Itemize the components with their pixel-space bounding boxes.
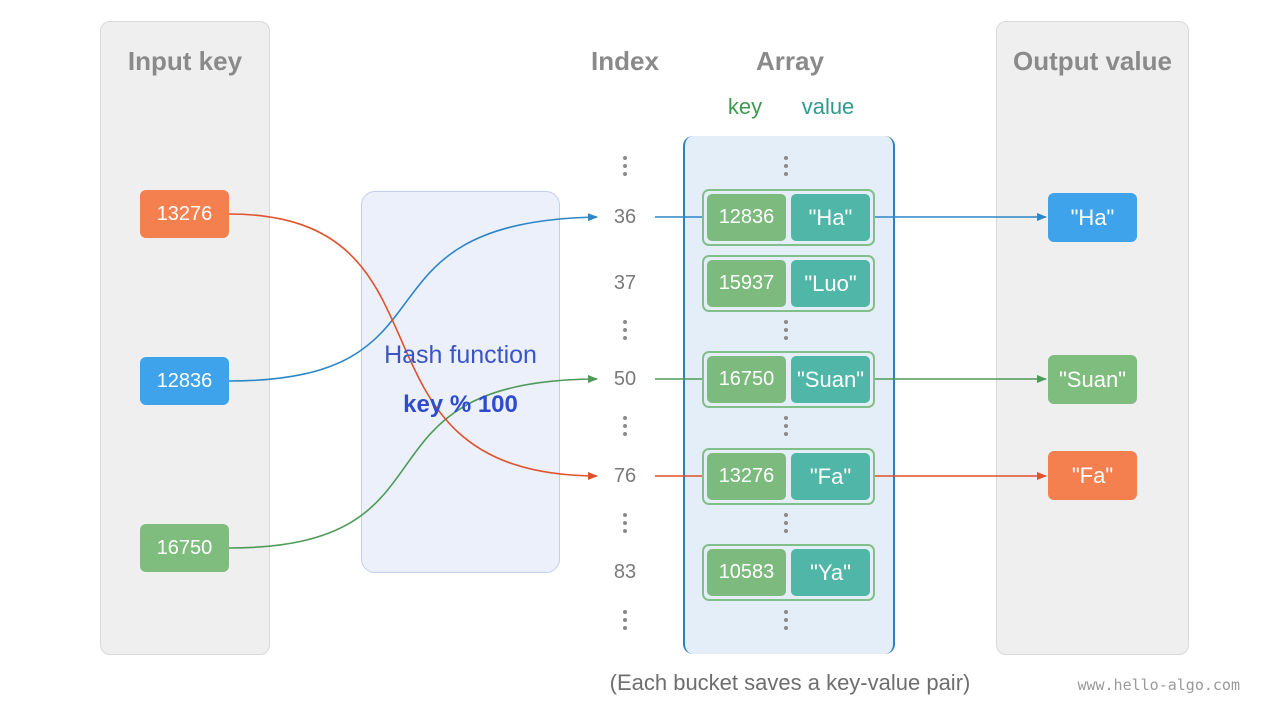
connector-13276-to-76 <box>228 213 598 480</box>
output-value-panel <box>996 21 1189 655</box>
hash-function-formula: key % 100 <box>403 391 518 418</box>
index-ellipsis <box>623 416 627 440</box>
bucket-key: 13276 <box>707 453 786 500</box>
array-heading: Array <box>756 46 824 76</box>
bucket-key: 16750 <box>707 356 786 403</box>
bucket-value: "Ya" <box>791 549 870 596</box>
input-key-13276: 13276 <box>140 190 229 238</box>
hash-function-box <box>361 191 560 573</box>
index-ellipsis <box>623 513 627 537</box>
array-ellipsis <box>784 610 788 634</box>
bucket-key: 10583 <box>707 549 786 596</box>
index-ellipsis <box>623 156 627 180</box>
input-key-12836: 12836 <box>140 357 229 405</box>
array-caption: (Each bucket saves a key-value pair) <box>609 670 971 695</box>
index-heading: Index <box>591 46 659 76</box>
site-watermark: www.hello-algo.com <box>1077 676 1240 694</box>
bucket-key: 12836 <box>707 194 786 241</box>
bucket-key: 15937 <box>707 260 786 307</box>
output-value-ha: "Ha" <box>1048 193 1137 242</box>
output-value-fa: "Fa" <box>1048 451 1137 500</box>
index-label-37: 37 <box>613 272 637 294</box>
value-column-label: value <box>801 94 855 119</box>
input-key-16750: 16750 <box>140 524 229 572</box>
bucket-value: "Fa" <box>791 453 870 500</box>
index-ellipsis <box>623 610 627 634</box>
array-ellipsis <box>784 156 788 180</box>
bucket-value: "Luo" <box>791 260 870 307</box>
output-value-heading: Output value <box>1013 46 1172 76</box>
array-ellipsis <box>784 513 788 537</box>
index-label-36: 36 <box>613 206 637 228</box>
index-label-83: 83 <box>613 561 637 583</box>
bucket-value: "Ha" <box>791 194 870 241</box>
index-label-76: 76 <box>613 465 637 487</box>
array-ellipsis <box>784 320 788 344</box>
hash-function-title: Hash function <box>384 341 537 369</box>
bucket-value: "Suan" <box>791 356 870 403</box>
input-key-heading: Input key <box>127 46 243 76</box>
index-ellipsis <box>623 320 627 344</box>
index-label-50: 50 <box>613 368 637 390</box>
connector-16750-to-50 <box>228 375 598 549</box>
output-value-suan: "Suan" <box>1048 355 1137 404</box>
array-ellipsis <box>784 416 788 440</box>
connector-12836-to-36 <box>228 213 598 382</box>
key-column-label: key <box>727 94 763 119</box>
